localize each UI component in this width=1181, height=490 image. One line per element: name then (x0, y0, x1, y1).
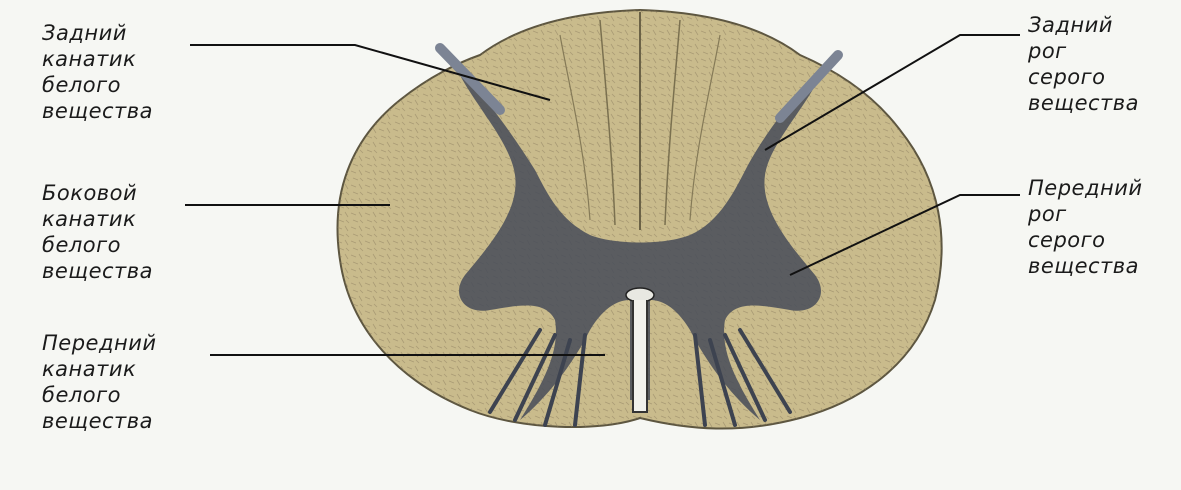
anterior-median-fissure (633, 300, 647, 412)
label-anterior-funiculus: Передний канатик белого вещества (42, 330, 157, 434)
label-anterior-horn: Передний рог серого вещества (1028, 175, 1143, 279)
label-posterior-horn: Задний рог серого вещества (1028, 12, 1139, 116)
label-lateral-funiculus: Боковой канатик белого вещества (42, 180, 153, 284)
label-posterior-funiculus: Задний канатик белого вещества (42, 20, 153, 124)
central-canal (626, 288, 654, 302)
